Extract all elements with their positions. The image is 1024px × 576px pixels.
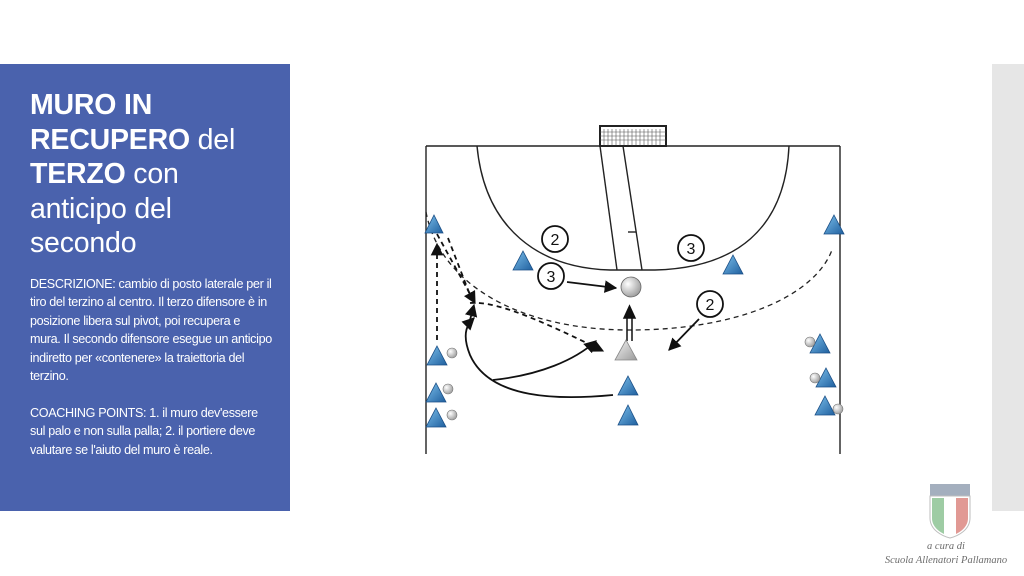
movement-arrows	[430, 233, 700, 399]
credit-line1: a cura di	[927, 541, 965, 552]
cone-center-1	[617, 375, 639, 396]
drill-title-part3: TERZO	[30, 158, 126, 190]
cone-right-back	[722, 254, 744, 275]
player-2-right-label: 2	[706, 297, 715, 314]
ball-center	[620, 276, 642, 298]
double-arrow	[622, 304, 637, 341]
coaching-points-text: COACHING POINTS: 1. il muro dev'essere s…	[30, 405, 258, 457]
player-3-mid-label: 3	[547, 269, 556, 286]
cone-center-2	[617, 404, 639, 426]
description-text: DESCRIZIONE: cambio di posto laterale pe…	[30, 276, 272, 384]
credit: a cura di Scuola Allenatori Pallamano	[868, 540, 1024, 568]
player-3-mid: 3	[537, 262, 565, 290]
cone-left-1	[426, 345, 448, 366]
figh-logo	[929, 484, 971, 539]
drill-title-part4: con anticipo del secondo	[30, 158, 179, 259]
cone-right-wing	[823, 214, 845, 235]
goal	[599, 125, 667, 147]
player-2-top: 2	[541, 225, 569, 253]
drill-title-part1: MURO IN RECUPERO	[30, 89, 190, 156]
player-3-top-label: 3	[687, 241, 696, 258]
cone-pivot	[614, 339, 638, 361]
side-balls	[442, 336, 844, 421]
right-side-band	[992, 64, 1024, 511]
player-2-right: 2	[696, 290, 724, 318]
cone-left-3	[425, 407, 447, 428]
cone-left-2	[425, 382, 447, 403]
player-3-top: 3	[677, 234, 705, 262]
drill-title-part2: del	[189, 123, 236, 156]
court-lines	[425, 145, 841, 454]
drill-title: MURO IN RECUPERO del TERZO con anticipo …	[30, 88, 272, 261]
attacker-cones	[424, 214, 845, 428]
player-2-top-label: 2	[551, 232, 560, 249]
side-panel: MURO IN RECUPERO del TERZO con anticipo …	[0, 64, 290, 511]
cone-left-back	[512, 250, 534, 271]
cone-right-2	[815, 367, 837, 388]
cone-right-3	[814, 395, 836, 416]
credit-line2: Scuola Allenatori Pallamano	[884, 555, 1008, 566]
cone-left-wing	[424, 214, 444, 234]
